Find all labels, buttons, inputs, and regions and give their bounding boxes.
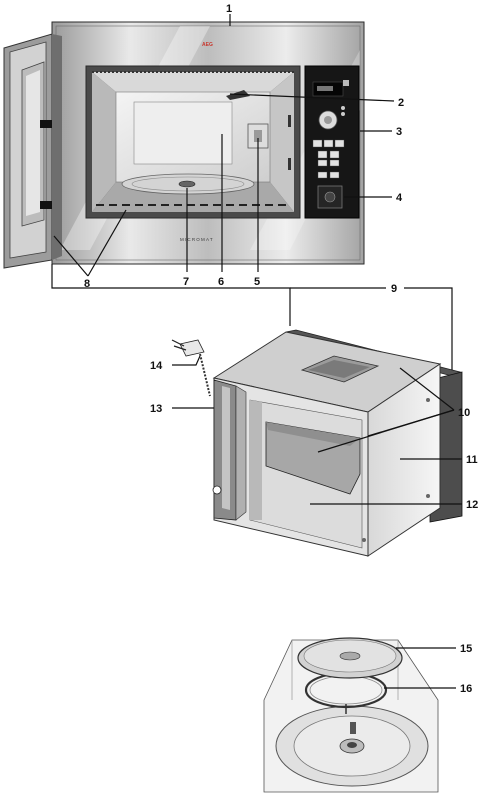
callout-12: 12 bbox=[466, 499, 478, 511]
callout-15: 15 bbox=[460, 643, 472, 655]
callout-16: 16 bbox=[460, 683, 472, 695]
callout-11: 11 bbox=[466, 454, 478, 466]
callout-5: 5 bbox=[254, 276, 260, 288]
installation-housing-view bbox=[172, 330, 462, 556]
callout-7: 7 bbox=[183, 276, 189, 288]
turntable-parts-view bbox=[264, 638, 438, 792]
callout-9: 9 bbox=[391, 283, 397, 295]
mains-plug bbox=[172, 340, 210, 396]
model-name: MICROMAT bbox=[180, 237, 214, 242]
callout-3: 3 bbox=[396, 126, 402, 138]
door-hook-lower bbox=[40, 201, 52, 209]
open-door bbox=[4, 34, 62, 268]
callout-10: 10 bbox=[458, 407, 470, 419]
callout-8: 8 bbox=[84, 278, 90, 290]
door-hook-upper bbox=[40, 120, 52, 128]
callout-2: 2 bbox=[398, 97, 404, 109]
microwave-front-view: AEG MICROMAT bbox=[4, 22, 364, 268]
brand-logo: AEG bbox=[202, 42, 213, 48]
callout-13: 13 bbox=[150, 403, 162, 415]
cavity-rear-panel bbox=[134, 102, 232, 164]
callout-4: 4 bbox=[396, 192, 403, 204]
callout-1: 1 bbox=[226, 3, 232, 15]
callout-14: 14 bbox=[150, 360, 163, 372]
turntable-drive bbox=[179, 181, 195, 187]
power-cable bbox=[200, 354, 210, 396]
callout-6: 6 bbox=[218, 276, 224, 288]
